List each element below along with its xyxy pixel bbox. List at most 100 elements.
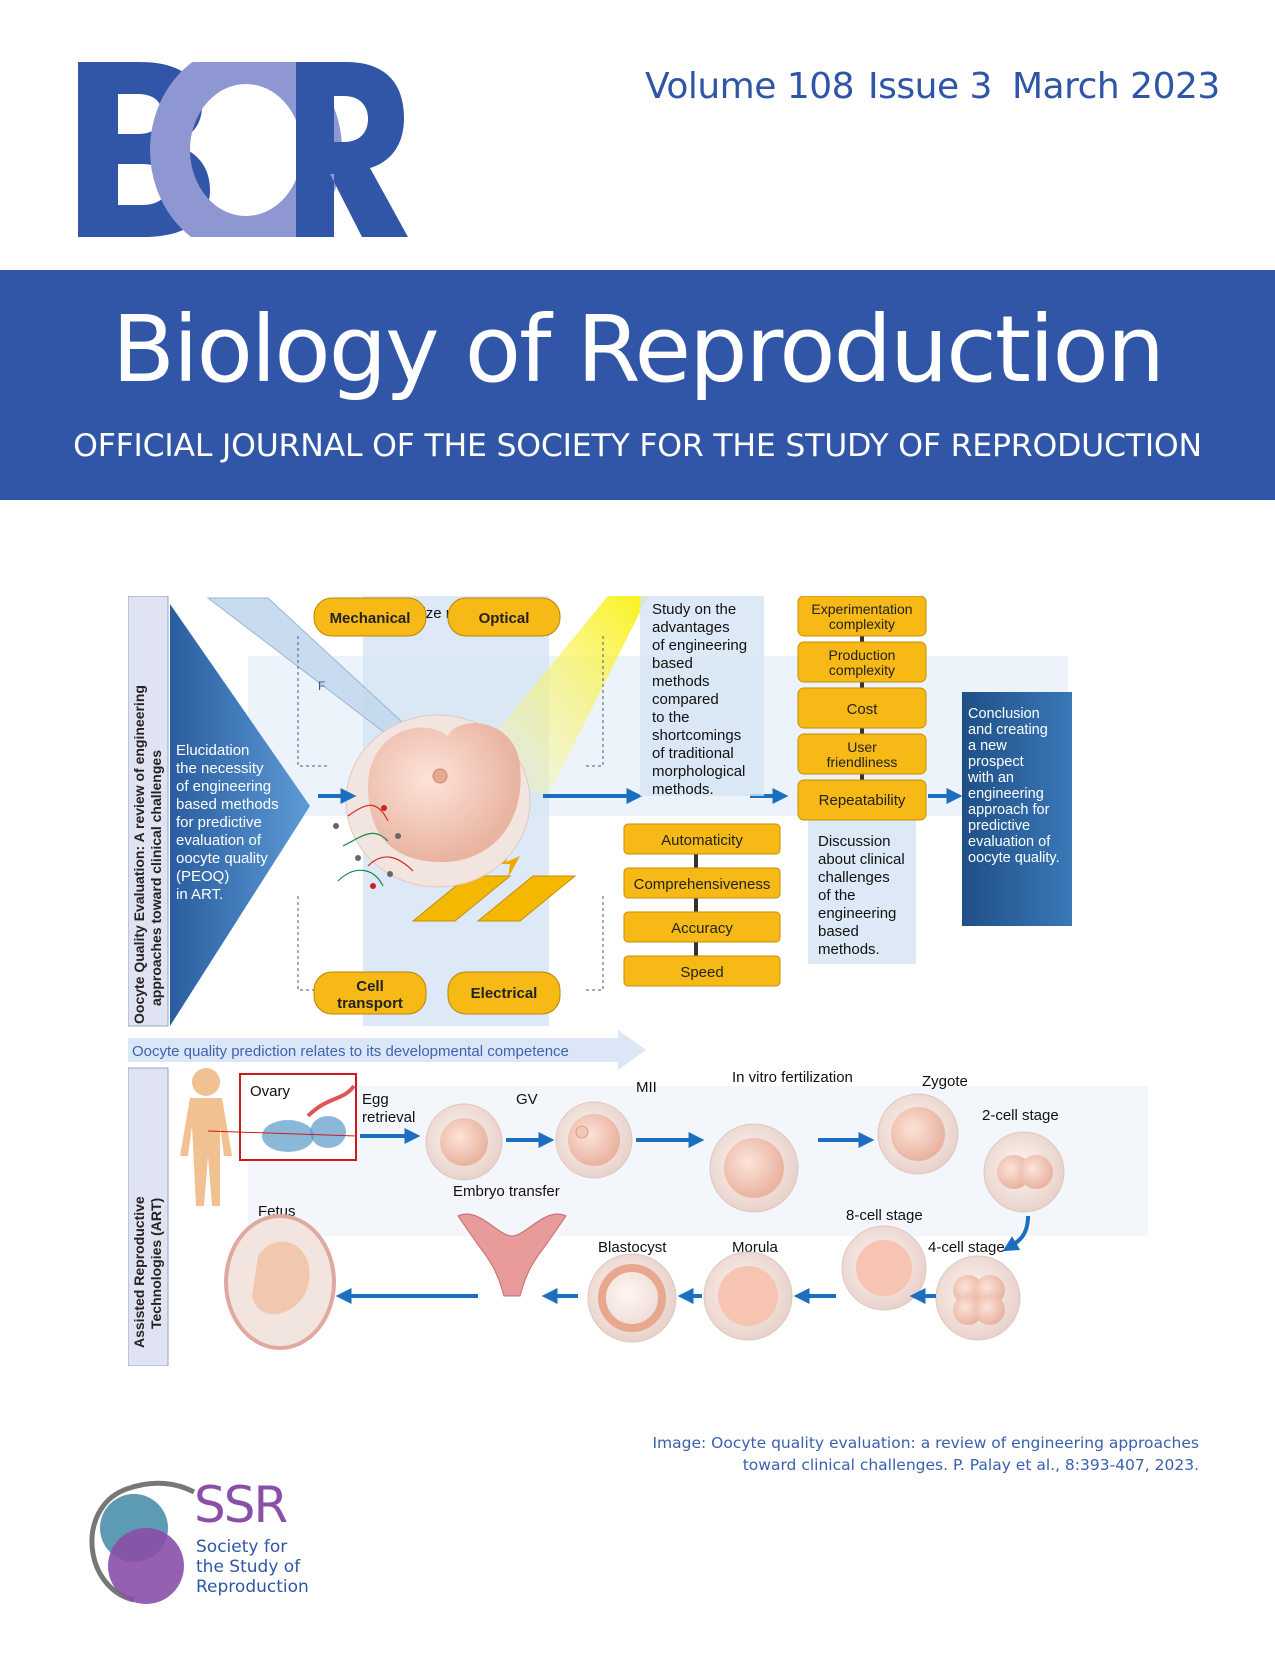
svg-text:based: based (652, 655, 693, 672)
advantage-comprehensiveness: Comprehensiveness (623, 867, 781, 899)
advantage-speed: Speed (623, 955, 781, 987)
svg-text:Repeatability: Repeatability (819, 792, 906, 809)
prediction-arrow (128, 1030, 646, 1070)
particle-arrows (333, 804, 414, 889)
electrode-plates (411, 875, 577, 922)
ssr-name-line1: Society for (196, 1537, 287, 1557)
svg-text:Automaticity: Automaticity (661, 832, 743, 849)
svg-text:of engineering: of engineering (652, 637, 747, 654)
prediction-banner: Oocyte quality prediction relates to its… (132, 1043, 569, 1060)
svg-text:prospect: prospect (968, 754, 1024, 770)
svg-text:Production: Production (829, 647, 896, 663)
svg-text:transport: transport (337, 995, 403, 1012)
side-label-bottom-line1: Assisted Reproductive (131, 1196, 147, 1348)
side-label-bottom-line2: Technologies (ART) (148, 1198, 164, 1329)
svg-text:oocyte quality: oocyte quality (176, 850, 268, 867)
side-label-top (128, 596, 169, 1027)
side-label-top-line2: approaches toward clinical challenges (148, 750, 164, 1006)
svg-text:and creating: and creating (968, 722, 1048, 738)
category-cell-transport: Cell transport (313, 971, 427, 1015)
svg-text:advantages: advantages (652, 619, 730, 636)
caption-line-1: Image: Oocyte quality evaluation: a revi… (652, 1434, 1199, 1452)
svg-text:evaluation of: evaluation of (176, 832, 262, 849)
svg-text:complexity: complexity (829, 662, 895, 678)
svg-text:methods.: methods. (818, 941, 880, 958)
svg-text:based methods: based methods (176, 796, 279, 813)
category-optical: Optical (447, 597, 561, 637)
challenge-experimentation: Experimentation complexity (797, 596, 927, 637)
svg-text:friendliness: friendliness (827, 754, 898, 770)
svg-text:engineering: engineering (968, 786, 1044, 802)
svg-text:of traditional: of traditional (652, 745, 734, 762)
svg-text:about clinical: about clinical (818, 851, 905, 868)
svg-text:in ART.: in ART. (176, 886, 223, 903)
peoq-triangle (170, 604, 310, 1026)
svg-text:for predictive: for predictive (176, 814, 262, 831)
svg-text:with an: with an (967, 770, 1014, 786)
stage-zygote: Zygote (922, 1073, 968, 1090)
svg-text:Mechanical: Mechanical (330, 610, 411, 627)
svg-text:morphological: morphological (652, 763, 745, 780)
cover-image-caption: Image: Oocyte quality evaluation: a revi… (652, 1432, 1199, 1476)
svg-text:challenges: challenges (818, 869, 890, 886)
journal-subtitle: OFFICIAL JOURNAL OF THE SOCIETY FOR THE … (73, 428, 1202, 464)
challenge-production: Production complexity (797, 641, 927, 683)
svg-text:complexity: complexity (829, 616, 895, 632)
svg-text:based: based (818, 923, 859, 940)
svg-text:Optical: Optical (479, 610, 530, 627)
stage-gv: GV (516, 1091, 538, 1108)
svg-text:methods: methods (652, 673, 710, 690)
stage-ovary: Ovary (250, 1083, 291, 1100)
svg-text:predictive: predictive (968, 818, 1030, 834)
stage-four-cell: 4-cell stage (928, 1239, 1005, 1256)
svg-text:Accuracy: Accuracy (671, 920, 733, 937)
category-mechanical: Mechanical (313, 597, 427, 637)
stage-egg-retrieval-1: Egg (362, 1091, 389, 1108)
svg-text:evaluation of: evaluation of (968, 834, 1051, 850)
svg-text:the necessity: the necessity (176, 760, 264, 777)
triangle-text: Elucidation the necessity of engineering… (176, 742, 279, 903)
svg-text:methods.: methods. (652, 781, 714, 798)
force-label: F (318, 679, 325, 693)
ssr-name-line2: the Study of (196, 1557, 301, 1577)
ssr-logo: SSR Society for the Study of Reproductio… (89, 1476, 309, 1604)
challenge-cost: Cost (797, 687, 927, 729)
conclusion-text: Conclusion and creating a new prospect w… (967, 706, 1060, 866)
bor-logo (78, 62, 408, 237)
svg-text:Cost: Cost (847, 701, 879, 718)
svg-text:of engineering: of engineering (176, 778, 271, 795)
svg-text:Study on the: Study on the (652, 601, 736, 618)
ssr-acronym: SSR (194, 1476, 287, 1534)
stage-embryo-transfer: Embryo transfer (453, 1183, 560, 1200)
svg-text:Experimentation: Experimentation (811, 601, 912, 617)
issue-number: Issue 3 (868, 66, 992, 107)
stage-ivf: In vitro fertilization (732, 1069, 853, 1086)
svg-text:Electrical: Electrical (471, 985, 538, 1002)
stage-eight-cell: 8-cell stage (846, 1207, 923, 1224)
title-banner (0, 270, 1275, 500)
side-label-top-line1: Oocyte Quality Evaluation: A review of e… (131, 685, 147, 1024)
svg-text:Comprehensiveness: Comprehensiveness (634, 876, 771, 893)
svg-text:Conclusion: Conclusion (968, 706, 1040, 722)
conclusion-box (962, 692, 1072, 926)
journal-title: Biology of Reproduction (111, 296, 1165, 403)
issue-date: March 2023 (1012, 66, 1220, 107)
svg-text:oocyte quality.: oocyte quality. (968, 850, 1060, 866)
stage-egg-retrieval-2: retrieval (362, 1109, 415, 1126)
stage-blastocyst: Blastocyst (598, 1239, 667, 1256)
cover-figure: Oocyte Quality Evaluation: A review of e… (128, 596, 1148, 1366)
ssr-name-line3: Reproduction (196, 1577, 309, 1597)
svg-text:a new: a new (968, 738, 1007, 754)
discussion-text: Discussion about clinical challenges of … (818, 833, 905, 958)
svg-text:User: User (847, 739, 877, 755)
challenge-repeatability: Repeatability (797, 779, 927, 821)
advantage-accuracy: Accuracy (623, 911, 781, 943)
svg-text:to the: to the (652, 709, 690, 726)
category-electrical: Electrical (447, 971, 561, 1015)
oocyte-illustration (345, 714, 531, 888)
svg-text:shortcomings: shortcomings (652, 727, 741, 744)
stage-mii: MII (636, 1079, 657, 1096)
challenge-user-friendliness: User friendliness (797, 733, 927, 775)
stage-two-cell: 2-cell stage (982, 1107, 1059, 1124)
volume-number: Volume 108 (645, 66, 855, 107)
